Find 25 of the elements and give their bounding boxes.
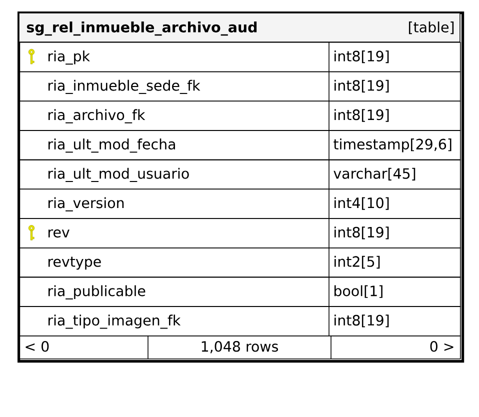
data-type: int8[19]: [334, 314, 389, 328]
column-name: ria_tipo_imagen_fk: [48, 314, 181, 329]
data-type: int2[5]: [334, 256, 380, 269]
column-name: ria_publicable: [48, 285, 146, 300]
column-name: ria_version: [48, 197, 124, 212]
data-type: int4[10]: [334, 197, 389, 210]
column-name: ria_ult_mod_usuario: [48, 168, 189, 182]
footer-text: < 0: [26, 341, 49, 352]
footer-text: 0 >: [430, 341, 454, 352]
table-name: sg_rel_inmueble_archivo_aud: [26, 22, 257, 36]
column-name: revtype: [48, 256, 101, 270]
column-name: ria_pk: [48, 50, 90, 65]
data-type: int8[19]: [334, 109, 389, 122]
data-type: timestamp[29,6]: [334, 138, 452, 152]
data-type: bool[1]: [334, 285, 382, 298]
table-kind: [table]: [408, 22, 454, 34]
column-name: ria_ult_mod_fecha: [48, 138, 175, 153]
data-type: int8[19]: [334, 226, 389, 240]
footer-text: 1,048 rows: [202, 341, 278, 354]
data-type: int8[19]: [334, 50, 389, 64]
data-type: int8[19]: [334, 80, 389, 92]
column-name: ria_inmueble_sede_fk: [48, 80, 200, 94]
data-type: varchar[45]: [334, 168, 416, 181]
column-name: ria_archivo_fk: [48, 109, 146, 124]
column-name: rev: [48, 229, 70, 238]
